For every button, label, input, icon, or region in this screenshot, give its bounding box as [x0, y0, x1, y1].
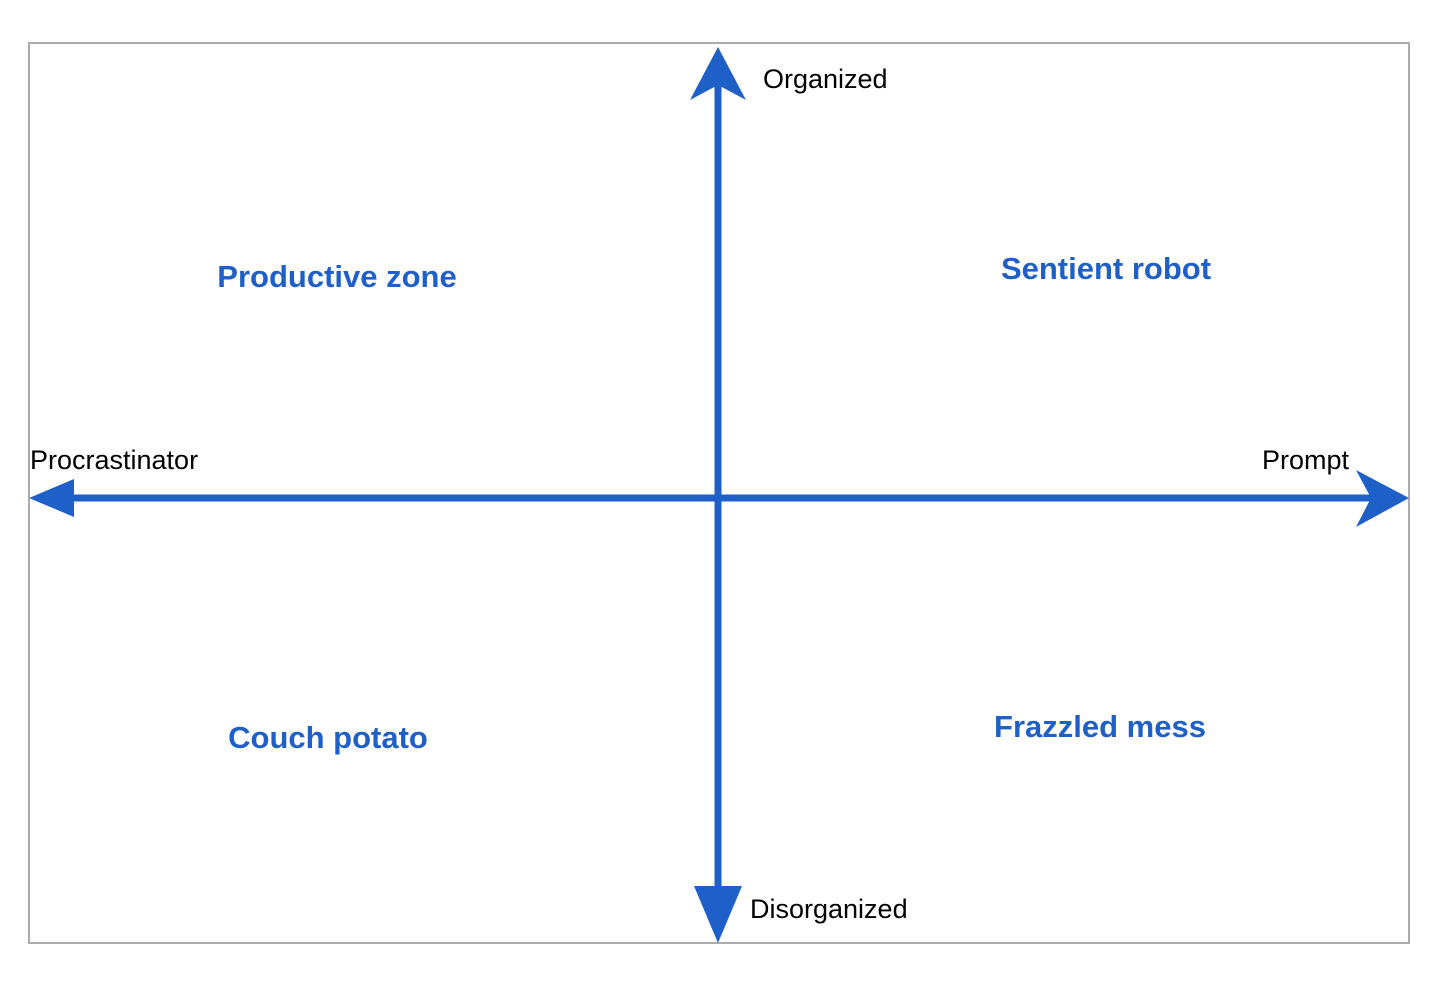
- axis-label-organized: Organized: [763, 64, 888, 94]
- axis-label-procrastinator: Procrastinator: [30, 445, 199, 475]
- quadrant-label-bottom-right: Frazzled mess: [994, 709, 1206, 744]
- axis-label-prompt: Prompt: [1262, 445, 1350, 475]
- axis-label-disorganized: Disorganized: [750, 894, 908, 924]
- quadrant-label-bottom-left: Couch potato: [228, 720, 428, 755]
- quadrant-label-top-left: Productive zone: [217, 259, 457, 294]
- quadrant-label-top-right: Sentient robot: [1000, 251, 1212, 286]
- plot-frame-border: [28, 42, 1410, 944]
